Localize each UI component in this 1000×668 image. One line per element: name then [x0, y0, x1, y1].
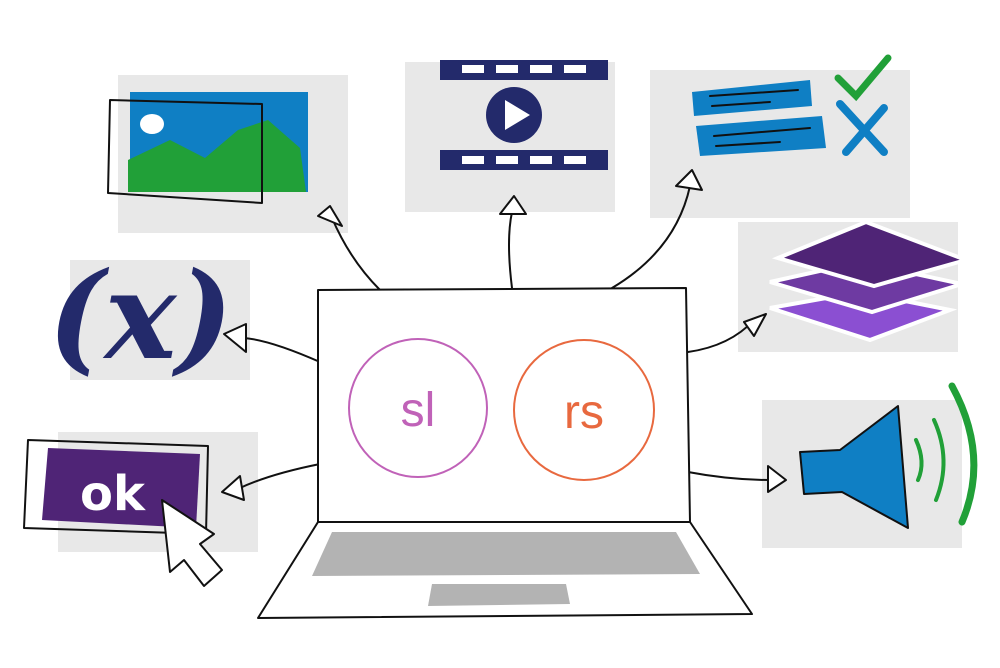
keyboard	[312, 532, 700, 576]
sl-label: sl	[401, 384, 436, 437]
rs-circle	[513, 339, 655, 481]
trackpad	[428, 584, 570, 606]
quiz-check-cross-icon	[692, 54, 892, 156]
speaker-icon	[799, 382, 978, 529]
laptop: sl rs	[257, 287, 753, 619]
layers-icon	[769, 219, 973, 343]
image-icon	[107, 92, 308, 204]
laptop-screen	[317, 287, 691, 523]
variable-x-icon: (x)	[48, 246, 233, 387]
cursor-icon	[161, 499, 223, 587]
variable-label: (x)	[48, 246, 233, 387]
video-play-icon	[440, 60, 608, 170]
connector-arrows	[221, 169, 787, 501]
rs-label: rs	[564, 386, 604, 439]
sl-circle	[348, 338, 488, 478]
ok-button-icon: ok	[23, 439, 223, 587]
ok-label: ok	[80, 466, 146, 522]
